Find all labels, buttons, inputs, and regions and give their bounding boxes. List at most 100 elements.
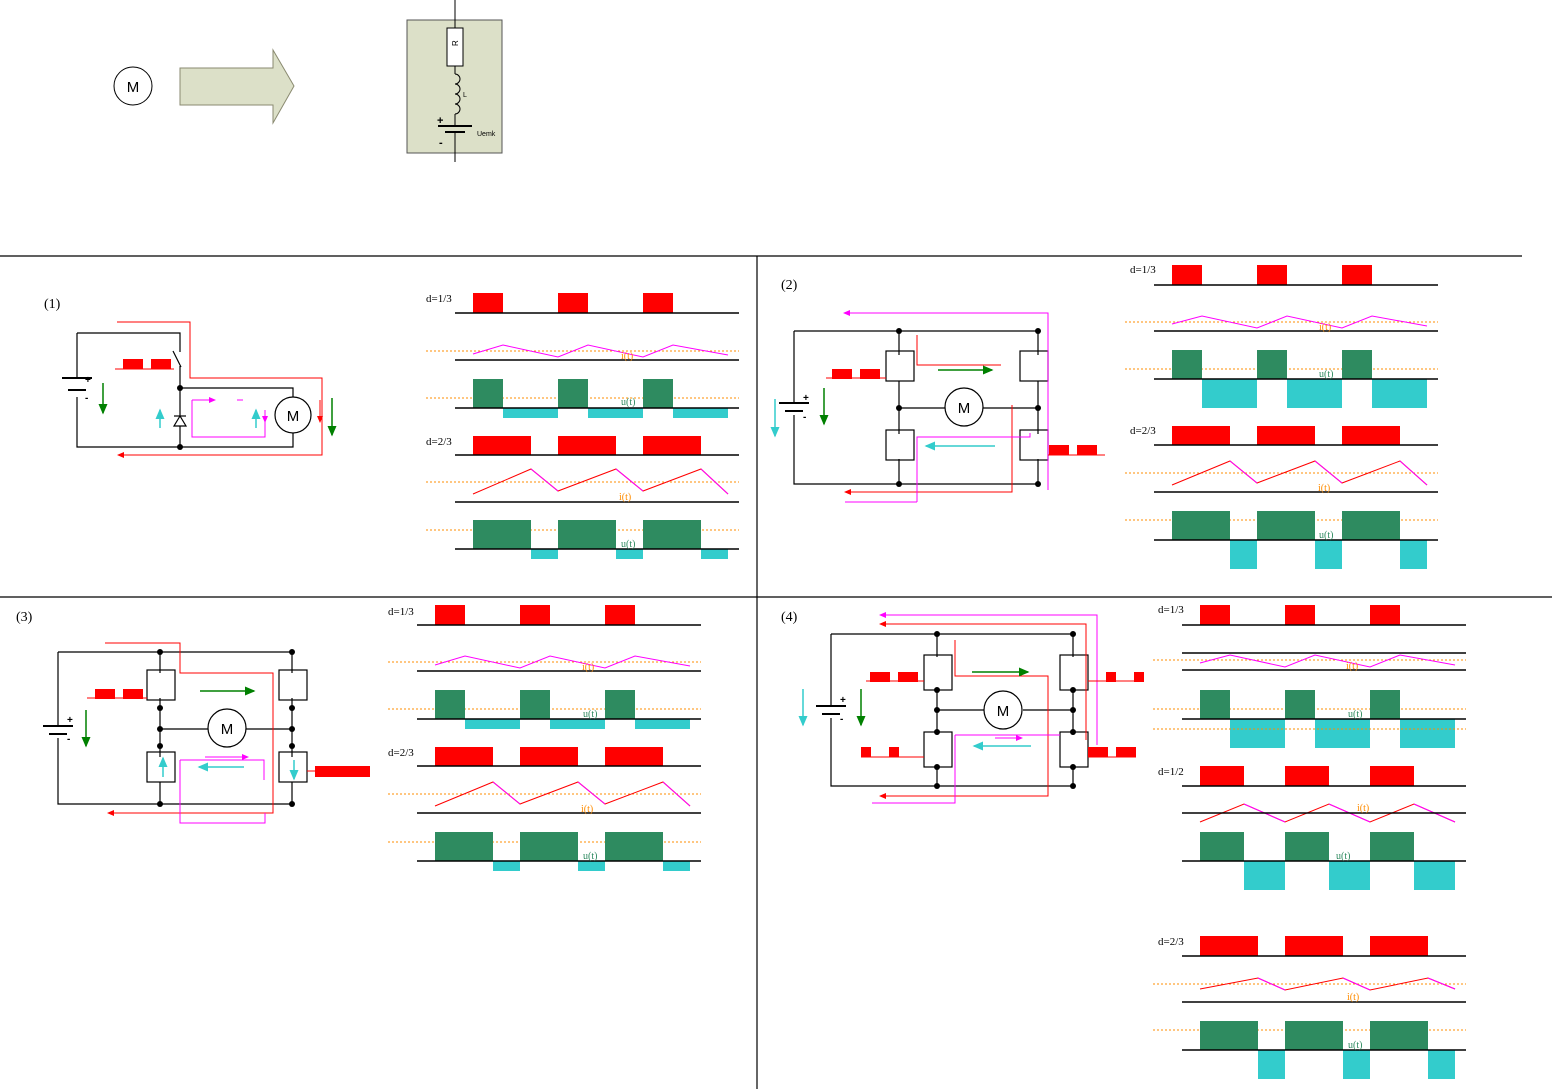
duty-label: d=2/3 (388, 747, 414, 759)
duty-label: d=1/3 (388, 606, 414, 618)
motor-symbol (113, 66, 153, 106)
pwm-signal (1154, 426, 1438, 446)
current-label: i(t) (1347, 992, 1359, 1003)
inductor-label: L (463, 92, 467, 99)
circuit-3 (43, 651, 308, 805)
voltage-waveform: u(t) (1125, 511, 1438, 569)
voltage-waveform: u(t) (1125, 350, 1438, 408)
current-label: i(t) (1357, 803, 1369, 814)
current-label: i(t) (1318, 483, 1330, 494)
motor-2-label: M (958, 400, 971, 417)
voltage-label: u(t) (583, 851, 597, 862)
motor-1-label: M (287, 408, 300, 425)
current-label: i(t) (619, 492, 631, 503)
duty-label: d=2/3 (1130, 425, 1156, 437)
duty-label: d=1/3 (426, 293, 452, 305)
resistor-symbol (446, 27, 464, 67)
current-label: i(t) (1346, 661, 1358, 672)
pwm-signal (1154, 265, 1438, 286)
pwm-input-2 (832, 369, 1097, 455)
motor-3-label: M (221, 721, 234, 738)
emf-minus: - (439, 137, 443, 149)
waveform-group-p2-d23: d=2/3 i(t) u(t) (1125, 425, 1438, 569)
voltage-waveform: u(t) (1153, 1021, 1466, 1079)
duty-label: d=1/3 (1130, 264, 1156, 276)
voltage-waveform: u(t) (388, 832, 701, 871)
current-label: i(t) (1319, 322, 1331, 333)
current-label: i(t) (581, 804, 593, 815)
current-waveform: i(t) (426, 468, 739, 503)
current-label: i(t) (621, 351, 633, 362)
circuit-4 (816, 633, 1089, 787)
waveform-group-p3-d13: d=1/3 i(t) u(t) (388, 605, 701, 729)
pwm-signal (455, 436, 739, 456)
waveform-group-p3-d23: d=2/3 i(t) u(t) (388, 747, 701, 871)
battery-2-minus: - (803, 412, 806, 423)
pwm-signal (1182, 605, 1466, 626)
waveform-group-p4-d23: d=2/3 i(t) u(t) (1153, 936, 1466, 1079)
voltage-label: u(t) (1348, 709, 1362, 720)
resistor-label: R (451, 40, 460, 46)
panel-label-2: (2) (781, 278, 798, 293)
battery-4-plus: + (840, 695, 846, 706)
voltage-waveform: u(t) (388, 690, 701, 729)
pwm-signal (417, 747, 701, 767)
voltage-label: u(t) (621, 397, 635, 408)
voltage-waveform: u(t) (1153, 690, 1466, 748)
current-waveform: i(t) (1182, 803, 1466, 823)
battery-3-minus: - (67, 734, 70, 745)
current-waveform: i(t) (1153, 977, 1466, 1003)
inductor-symbol (454, 73, 461, 115)
pwm-signal (1182, 766, 1466, 787)
voltage-label: u(t) (621, 539, 635, 550)
voltage-waveform: u(t) (1182, 832, 1466, 890)
panel-label-1: (1) (44, 297, 61, 312)
panel-label-3: (3) (16, 610, 33, 625)
pwm-input-4 (861, 672, 1144, 757)
motor-4 (983, 690, 1023, 730)
motor-1 (274, 396, 312, 434)
battery-1-plus: + (85, 375, 91, 386)
duty-label: d=1/2 (1158, 766, 1184, 778)
pwm-input-3 (95, 689, 370, 777)
motor-model-section: M R L + - Uemk (113, 0, 503, 162)
voltage-label: u(t) (583, 709, 597, 720)
pwm-signal (417, 605, 701, 626)
waveform-group-p1-d23: d=2/3 i(t) u(t) (426, 436, 739, 559)
waveform-group-p1-d13: d=1/3 i(t) u(t) (426, 293, 739, 418)
voltage-label: u(t) (1336, 851, 1350, 862)
battery-2-plus: + (803, 393, 809, 404)
current-waveform: i(t) (388, 655, 701, 673)
voltage-label: u(t) (1348, 1040, 1362, 1051)
panel-label-4: (4) (781, 610, 798, 625)
voltage-waveform: u(t) (426, 520, 739, 559)
motor-2 (944, 387, 984, 427)
current-waveform: i(t) (426, 344, 739, 362)
motor-3 (207, 708, 247, 748)
voltage-label: u(t) (1319, 369, 1333, 380)
pwm-input-1 (123, 359, 171, 369)
waveform-group-p4-d13: d=1/3 i(t) u(t) (1153, 604, 1466, 748)
circuit-1 (62, 332, 294, 448)
pwm-signal (1182, 936, 1466, 957)
voltage-waveform: u(t) (426, 379, 739, 418)
waveform-group-p2-d13: d=1/3 i(t) u(t) (1125, 264, 1438, 408)
current-waveform: i(t) (1125, 315, 1438, 333)
emf-label: Uemk (477, 131, 496, 138)
battery-3-plus: + (67, 715, 73, 726)
voltage-label: u(t) (1319, 530, 1333, 541)
battery-1-minus: - (85, 393, 88, 404)
flow-paths-3 (81, 642, 315, 824)
flow-paths-2 (770, 310, 1105, 503)
flow-paths-4 (798, 612, 1144, 804)
circuit-2 (779, 330, 1049, 485)
current-label: i(t) (582, 662, 594, 673)
duty-label: d=2/3 (1158, 936, 1184, 948)
waveform-group-p4-d12: d=1/2 i(t) u(t) (1158, 766, 1466, 890)
duty-label: d=2/3 (426, 436, 452, 448)
duty-label: d=1/3 (1158, 604, 1184, 616)
current-waveform: i(t) (1125, 460, 1438, 494)
equivalent-arrow (179, 48, 295, 125)
pwm-signal (455, 293, 739, 314)
